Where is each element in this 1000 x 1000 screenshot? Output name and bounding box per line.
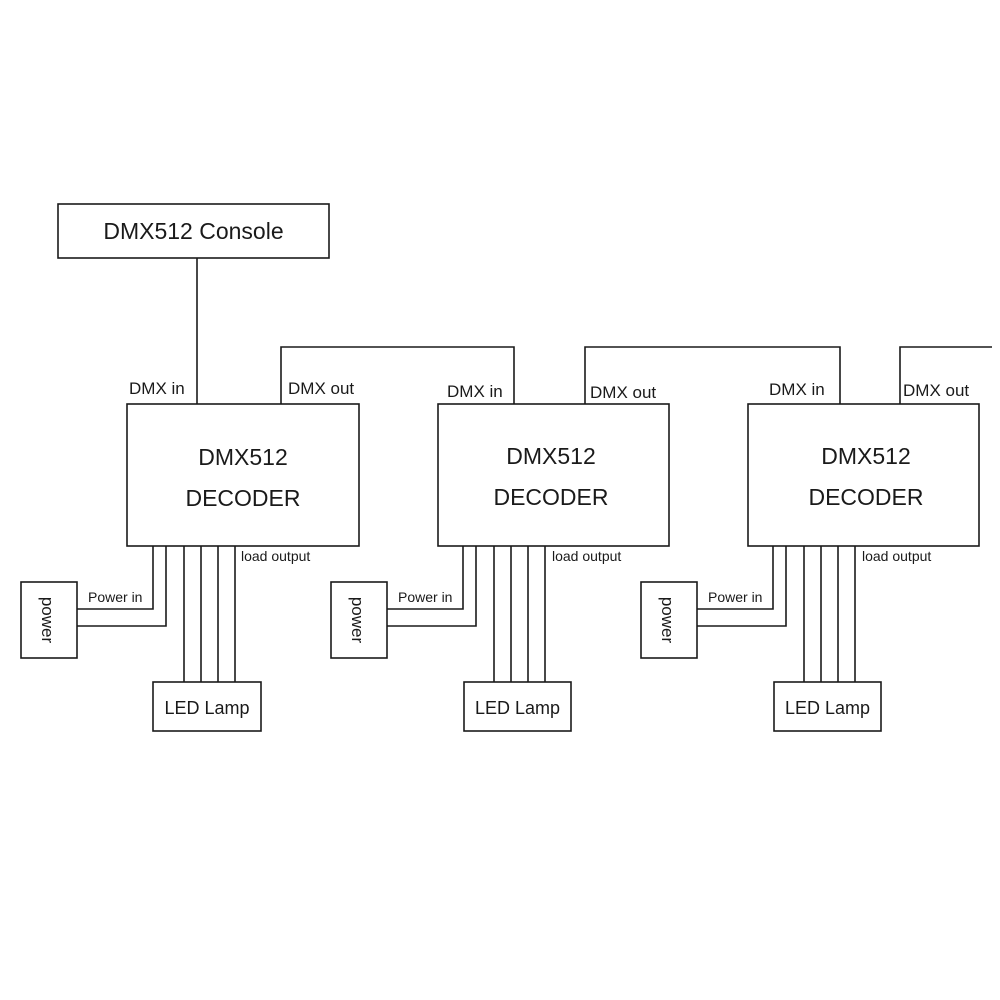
power-supply-box (20, 581, 78, 659)
decoder-title-line2: DECODER (493, 484, 608, 510)
decoder-box (126, 403, 360, 547)
power-wire-positive (77, 546, 154, 610)
led-lamp-label: LED Lamp (164, 698, 249, 718)
power-supply-label: power (658, 597, 677, 644)
power-supply-label: power (38, 597, 57, 644)
power-wire-negative (387, 546, 477, 627)
dmx-out-label: DMX out (590, 383, 656, 402)
decoder-2-to-decoder-3-link (584, 346, 841, 404)
dmx-console-box (57, 203, 330, 259)
decoder-unit-1: DMX512 DECODER DMX in DMX out load outpu… (20, 379, 360, 732)
decoder-1-to-decoder-2-link (280, 346, 515, 404)
dmx-in-label: DMX in (129, 379, 185, 398)
dmx-console: DMX512 Console (57, 203, 330, 259)
led-lamp-box (152, 681, 262, 732)
power-supply-label: power (348, 597, 367, 644)
dmx-console-label: DMX512 Console (103, 218, 283, 244)
led-lamp-box (773, 681, 882, 732)
led-lamp-label: LED Lamp (475, 698, 560, 718)
decoder-title-line1: DMX512 (506, 443, 595, 469)
power-wire-negative (77, 546, 167, 627)
dmx-out-label: DMX out (903, 381, 969, 400)
load-output-label: load output (241, 548, 310, 564)
decoder-title-line1: DMX512 (198, 444, 287, 470)
load-output-label: load output (552, 548, 621, 564)
led-lamp-box (463, 681, 572, 732)
decoder-title-line1: DMX512 (821, 443, 910, 469)
power-wire-positive (697, 546, 774, 610)
decoder-unit-2: DMX512 DECODER DMX in DMX out load outpu… (330, 382, 670, 732)
power-wire-positive (387, 546, 464, 610)
power-supply-box (640, 581, 698, 659)
power-in-label: Power in (708, 589, 762, 605)
decoder-title-line2: DECODER (185, 485, 300, 511)
load-output-label: load output (862, 548, 931, 564)
decoder-box (747, 403, 980, 547)
power-supply-box (330, 581, 388, 659)
dmx-in-label: DMX in (769, 380, 825, 399)
dmx-in-label: DMX in (447, 382, 503, 401)
decoder-title-line2: DECODER (808, 484, 923, 510)
power-wire-negative (697, 546, 787, 627)
power-in-label: Power in (398, 589, 452, 605)
led-lamp-label: LED Lamp (785, 698, 870, 718)
decoder-3-out-link (899, 346, 992, 404)
decoder-unit-3: DMX512 DECODER DMX in DMX out load outpu… (640, 380, 980, 732)
power-in-label: Power in (88, 589, 142, 605)
dmx-out-label: DMX out (288, 379, 354, 398)
decoder-box (437, 403, 670, 547)
